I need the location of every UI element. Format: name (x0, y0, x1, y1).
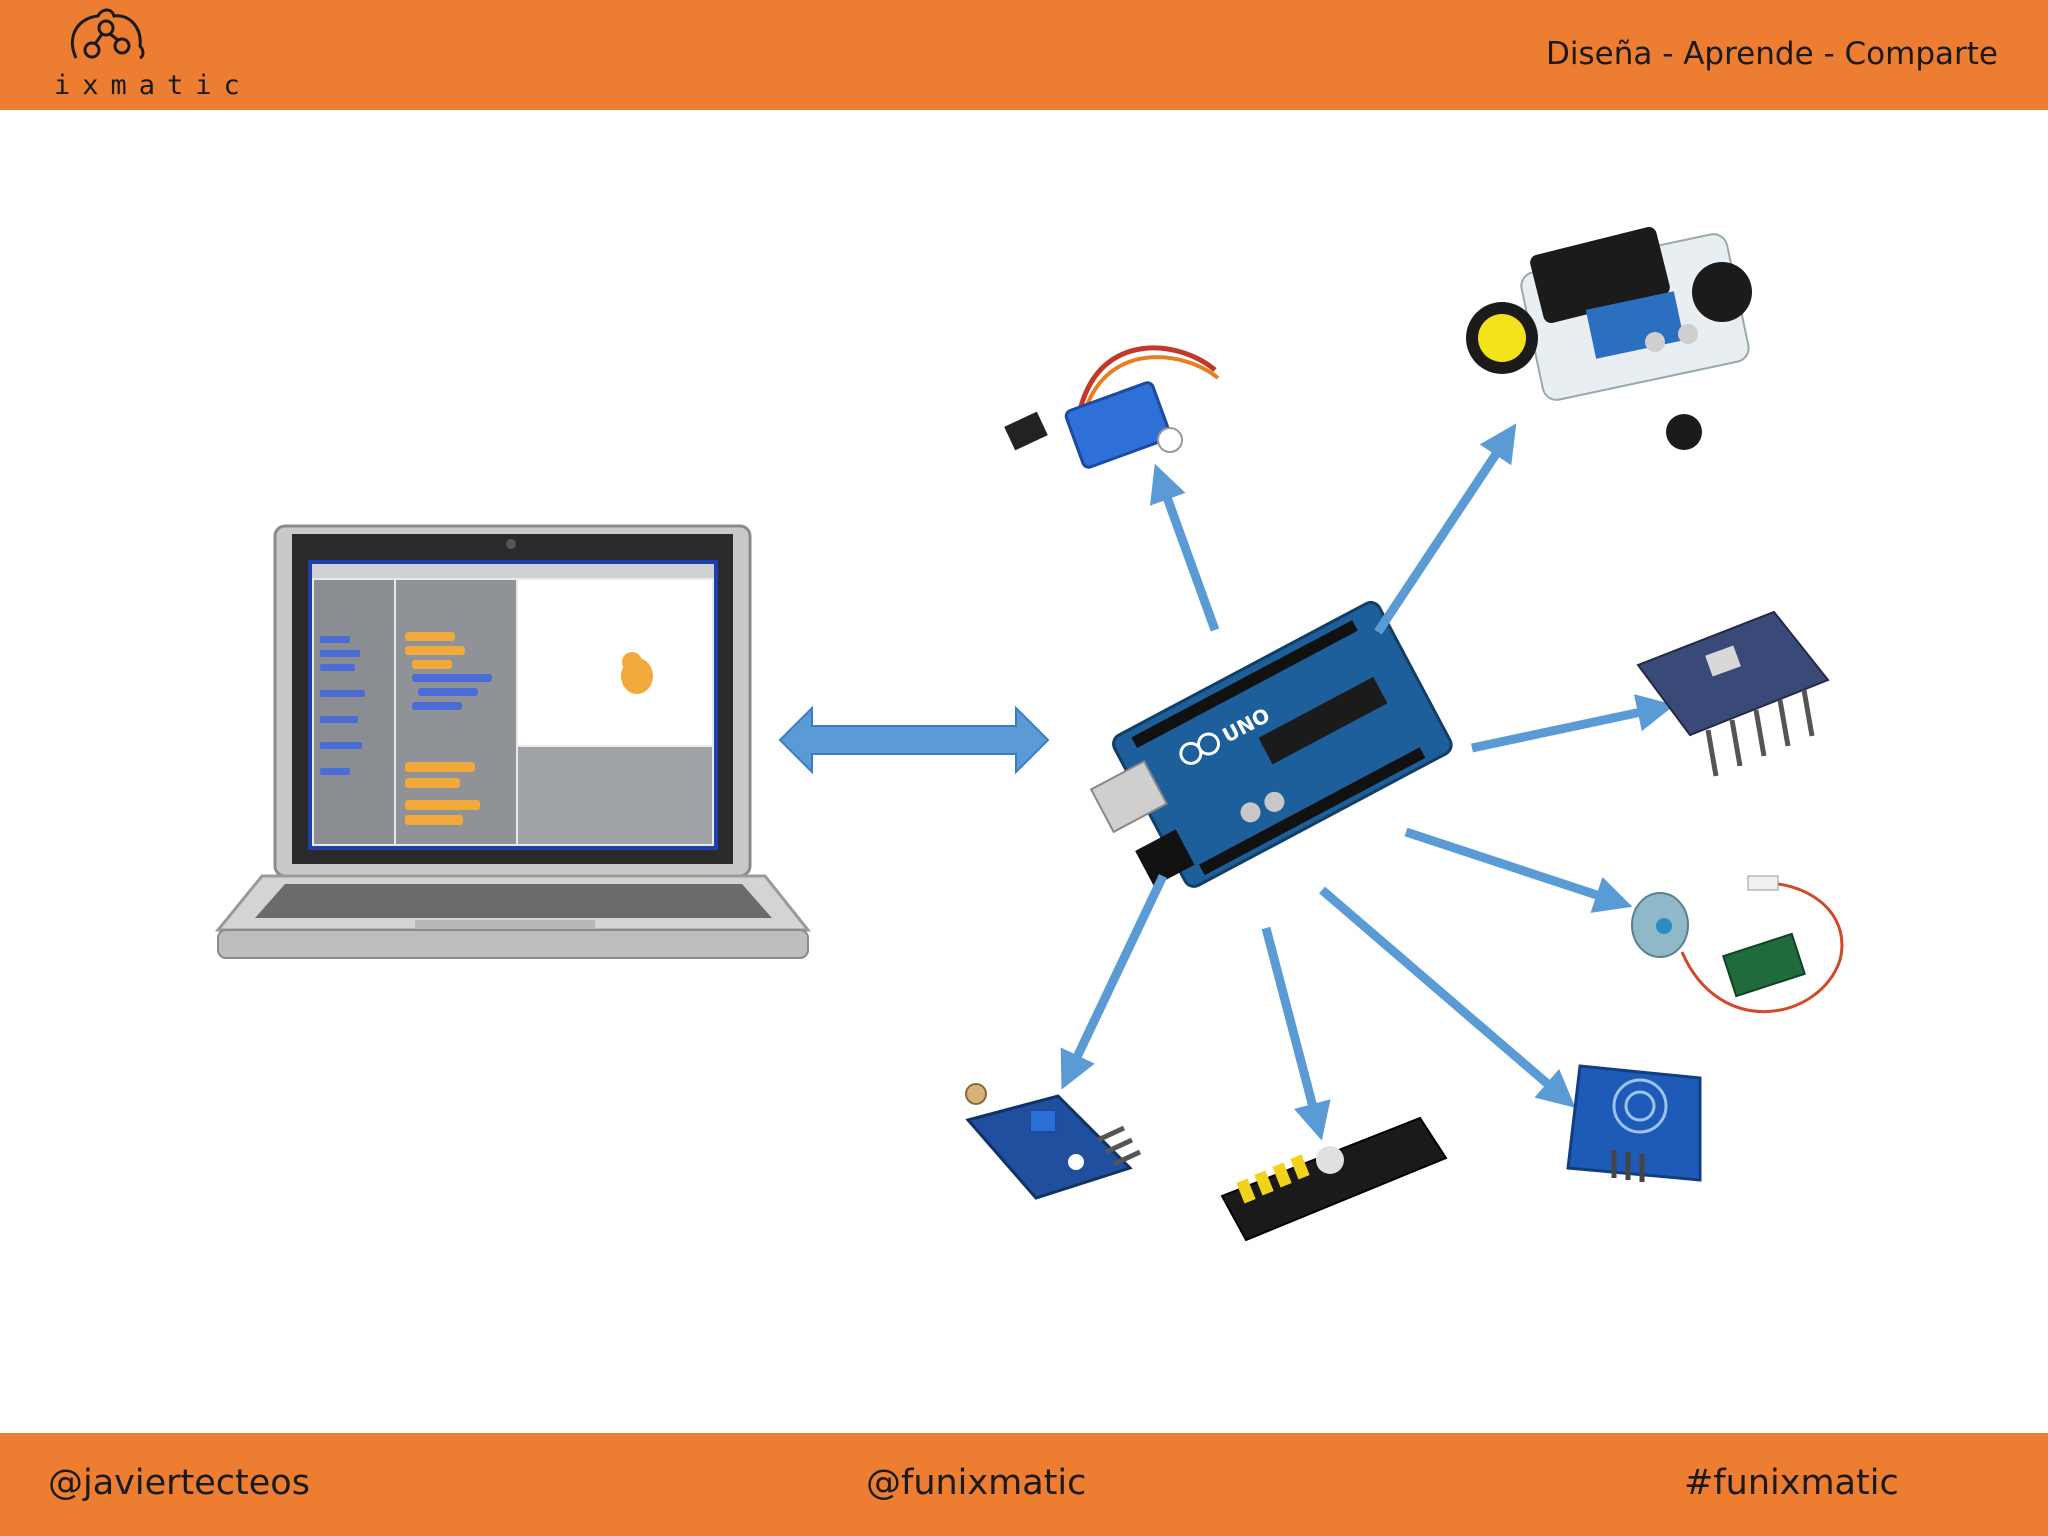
light-sensor-image (965, 1083, 1142, 1200)
header-bar: ixmatic Diseña - Aprende - Comparte (0, 0, 2048, 110)
robot-car-image (1466, 227, 1752, 450)
stepper-motor-image (1631, 875, 1844, 1014)
diagram-stage: UNO (0, 110, 2048, 1433)
touch-sensor-image (1566, 1064, 1702, 1182)
double-arrow (778, 705, 1050, 775)
ixmatic-logo: ixmatic (26, 6, 240, 102)
arrow-to-sensor-module (1471, 694, 1675, 753)
ir-sensor-image (1220, 1116, 1448, 1242)
arduino-uno-board: UNO (1089, 600, 1453, 888)
footer-right-hashtag: #funixmatic (1684, 1463, 1899, 1503)
arrow-to-robot (1374, 423, 1517, 635)
footer-bar: @javiertecteos @funixmatic #funixmatic (0, 1433, 2048, 1536)
output-arrows (1060, 423, 1675, 1141)
arrow-to-stepper (1404, 827, 1633, 913)
footer-center-handle: @funixmatic (866, 1463, 1087, 1503)
logo-text: ixmatic (54, 70, 252, 101)
arrow-to-servo (1149, 463, 1220, 632)
arrow-to-ir-sensor (1261, 926, 1331, 1141)
arrow-to-touch-sensor (1319, 886, 1576, 1108)
footer-left-handle: @javiertecteos (48, 1463, 310, 1503)
arduino-logo-icon (1179, 732, 1221, 765)
servo-motor-image (1004, 345, 1220, 469)
arduino-diagram: UNO (214, 227, 1844, 1242)
scratch-cat-icon (621, 652, 653, 694)
logo-icon (70, 8, 145, 60)
arrow-to-light-sensor (1060, 874, 1168, 1090)
sensor-module-image (1636, 610, 1830, 777)
tagline: Diseña - Aprende - Comparte (1545, 36, 1998, 72)
laptop-image (214, 524, 812, 959)
